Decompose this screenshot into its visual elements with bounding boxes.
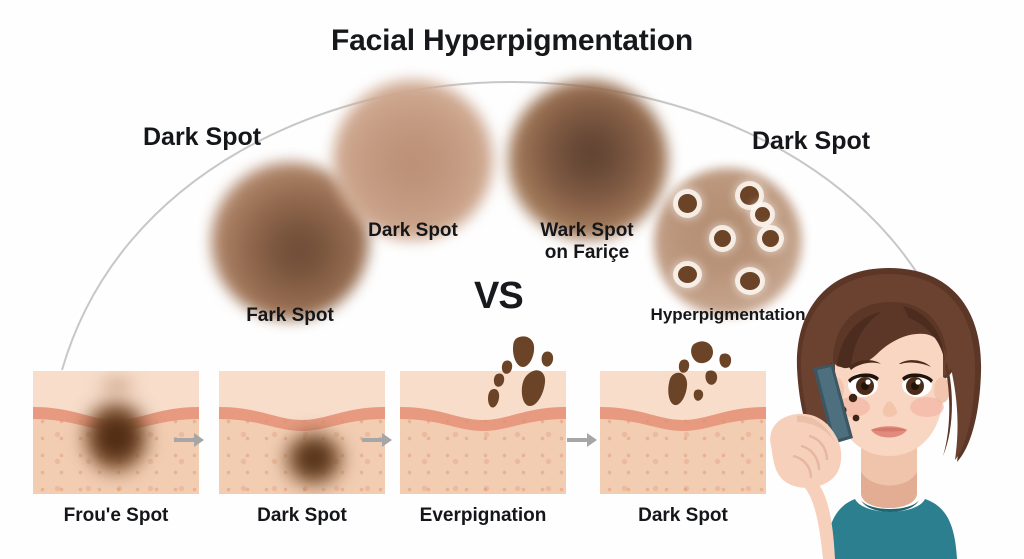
sphere-dark-spot-3: [508, 80, 668, 240]
pore-icon: [755, 207, 770, 222]
woman-with-phone-illustration: [770, 268, 982, 559]
label-dark-spot-right: Dark Spot: [752, 127, 871, 155]
page-title: Facial Hyperpigmentation: [331, 24, 693, 57]
skin-panel-2-label: Dark Spot: [257, 505, 347, 526]
pore-icon: [678, 194, 697, 213]
sphere-3-label-line1: Wark Spot: [540, 220, 634, 241]
skin-panel-2: [219, 371, 385, 494]
pore-icon: [740, 272, 760, 290]
pore-icon: [678, 266, 697, 283]
skin-panel-1: [33, 371, 199, 494]
arrow-icon: [362, 433, 392, 447]
arrow-icon: [567, 433, 597, 447]
sphere-3-label-line2: on Fariçe: [544, 242, 630, 264]
cheek-spot: [848, 393, 858, 403]
sphere-4-label: Hyperpigmentation: [650, 305, 806, 324]
skin-cross-section: [400, 371, 566, 494]
skin-panel-4: [600, 371, 766, 494]
dermis-texture: [600, 413, 766, 494]
vs-label: VS: [474, 275, 524, 317]
pigment-blob: [85, 401, 147, 473]
pore-icon: [762, 230, 779, 247]
pore-icon: [714, 230, 731, 247]
skin-panel-3: [400, 371, 566, 494]
skin-cross-section: [600, 371, 766, 494]
sphere-3-label: Wark Spot on Fariçe: [497, 220, 677, 265]
skin-panel-1-label: Frou'e Spot: [63, 505, 169, 526]
pigment-halo: [95, 373, 139, 397]
sphere-gradient: [508, 80, 668, 240]
melanin-cluster-3: [488, 336, 554, 408]
label-dark-spot-left: Dark Spot: [143, 123, 262, 151]
sphere-2-label: Dark Spot: [368, 220, 458, 241]
sphere-1-label: Fark Spot: [246, 305, 334, 326]
sphere-gradient: [333, 80, 493, 240]
pore-icon: [740, 186, 759, 205]
melanin-cluster-4: [668, 341, 732, 406]
dermis-texture: [400, 413, 566, 494]
cheek-spot: [852, 414, 860, 422]
pigment-blob: [285, 433, 343, 485]
skin-panel-3-label: Everpignation: [419, 505, 547, 526]
skin-panel-4-label: Dark Spot: [638, 505, 728, 526]
sphere-dark-spot-2: [333, 80, 493, 240]
arrow-icon: [174, 433, 204, 447]
sphere-hyperpigmentation-pores: [654, 168, 802, 316]
